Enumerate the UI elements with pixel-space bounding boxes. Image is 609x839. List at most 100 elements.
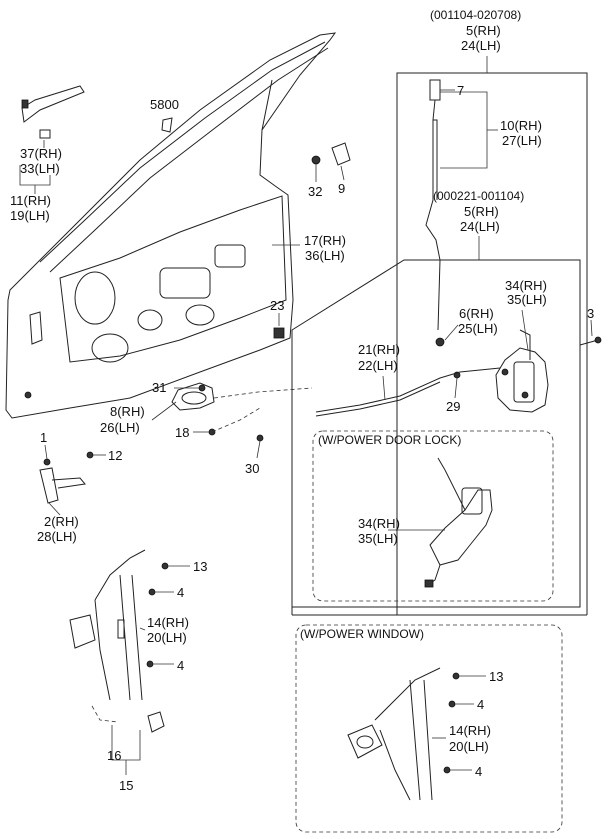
label-21rh: 21(RH): [358, 342, 400, 357]
lock-rod-2: [433, 119, 438, 200]
pw-arm-2: [379, 729, 411, 801]
part-32: [311, 155, 321, 165]
label-35lh: 35(LH): [507, 292, 547, 307]
part-30: [256, 434, 264, 442]
label-30: 30: [245, 461, 259, 476]
label-pw-4a: 4: [477, 697, 484, 712]
pw-nut-4b: [443, 766, 451, 774]
label-12: 12: [108, 448, 122, 463]
nut-4b: [146, 660, 154, 668]
label-3: 3: [587, 306, 594, 321]
handle-rod-link: [213, 387, 313, 399]
door-outer-outline: [5, 32, 337, 419]
label-16: 16: [107, 748, 121, 763]
rod-clip-6: [435, 337, 445, 347]
label-7: 7: [457, 83, 464, 98]
label-mid-rh: 5(RH): [464, 204, 499, 219]
part-23: [273, 327, 285, 339]
label-1: 1: [40, 430, 47, 445]
label-pw-13: 13: [489, 669, 503, 684]
lock-rod: [425, 99, 441, 331]
label-top-rh: 5(RH): [466, 23, 501, 38]
label-pw-title: (W/POWER WINDOW): [300, 627, 424, 641]
pw-rail: [409, 679, 433, 801]
bolt-12: [86, 451, 94, 459]
label-top-lh: 24(LH): [461, 38, 501, 53]
upper-lock-parts: [425, 56, 498, 331]
door-hole-4: [214, 244, 246, 268]
label-10rh: 10(RH): [500, 118, 542, 133]
label-mid-lh: 24(LH): [460, 219, 500, 234]
label-13: 13: [193, 559, 207, 574]
clip-5800: [161, 117, 173, 133]
door-hole-3: [159, 267, 211, 299]
label-33lh: 33(LH): [20, 161, 60, 176]
label-6rh: 6(RH): [459, 306, 494, 321]
label-5800: 5800: [150, 97, 179, 112]
inside-handle: [171, 382, 215, 411]
label-8rh: 8(RH): [110, 404, 145, 419]
label-22lh: 22(LH): [358, 358, 398, 373]
label-27lh: 27(LH): [502, 133, 542, 148]
label-2rh: 2(RH): [44, 514, 79, 529]
outside-handle: [21, 85, 85, 123]
power-door-lock-actuator: [388, 457, 493, 588]
reg-arm-1: [94, 549, 146, 601]
label-11rh: 11(RH): [10, 193, 51, 208]
pw-nut-4a: [448, 700, 456, 708]
label-14rh: 14(RH): [147, 615, 189, 630]
label-pdl-34rh: 34(RH): [358, 516, 400, 531]
reg-arm-2: [94, 599, 111, 701]
label-28lh: 28(LH): [37, 529, 77, 544]
part-9: [331, 142, 351, 166]
power-window-regulator: [347, 667, 486, 801]
part-labels: (001104-020708) 5(RH) 24(LH) 7 10(RH) 27…: [10, 8, 594, 793]
key-cylinder: [39, 129, 51, 139]
label-17rh: 17(RH): [304, 233, 346, 248]
label-31: 31: [152, 380, 166, 395]
part-31: [198, 384, 206, 392]
door-latch-assembly: [315, 309, 602, 417]
screw-3: [594, 336, 602, 344]
bolt-1: [43, 458, 51, 466]
label-9: 9: [338, 181, 345, 196]
crank-link: [91, 705, 119, 723]
pw-bolt-13: [452, 672, 460, 680]
label-20lh: 20(LH): [147, 630, 187, 645]
door-shell: [5, 32, 337, 419]
label-32: 32: [308, 184, 322, 199]
door-bolt: [24, 391, 32, 399]
lock-inner-frame: [291, 259, 581, 615]
crank-handle: [147, 711, 165, 733]
power-window-box: [295, 624, 563, 833]
label-date-top: (001104-020708): [430, 8, 521, 22]
label-25lh: 25(LH): [458, 321, 498, 336]
reg-motor-base: [69, 614, 96, 649]
label-pw-14rh: 14(RH): [449, 723, 491, 738]
label-pdl-title: (W/POWER DOOR LOCK): [318, 433, 461, 447]
lock-upper-frame: [396, 72, 588, 615]
label-pw-20lh: 20(LH): [449, 739, 489, 754]
label-26lh: 26(LH): [100, 420, 140, 435]
label-18: 18: [175, 425, 189, 440]
pw-motor: [347, 724, 383, 759]
power-door-lock-box: [312, 430, 554, 602]
door-hole-1: [74, 271, 116, 325]
label-23: 23: [270, 298, 284, 313]
label-37rh: 37(RH): [20, 146, 62, 161]
door-window-frame: [39, 41, 329, 273]
label-4a: 4: [177, 585, 184, 600]
label-19lh: 19(LH): [10, 208, 50, 223]
label-pw-4b: 4: [475, 764, 482, 779]
rod-clip-7: [429, 79, 441, 101]
hinge-pad: [29, 311, 43, 345]
label-4b: 4: [177, 658, 184, 673]
label-34rh: 34(RH): [505, 278, 547, 293]
door-check: [39, 467, 59, 504]
manual-window-regulator: [69, 549, 190, 775]
small-parts: [19, 85, 351, 516]
door-hole-5: [137, 309, 163, 331]
label-pdl-35lh: 35(LH): [358, 531, 398, 546]
label-15: 15: [119, 778, 133, 793]
